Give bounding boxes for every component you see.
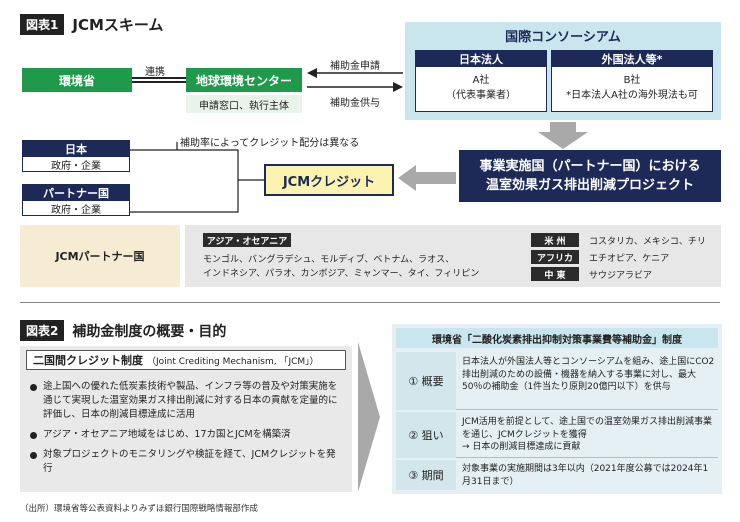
partner-header: パートナー国 (23, 185, 129, 201)
jcm-overview-title-bar: 二国間クレジット制度 （Joint Crediting Mechanism, 「… (26, 350, 346, 370)
fig1-header: 図表1 JCMスキーム (20, 14, 163, 35)
section-divider (20, 302, 720, 303)
fig2-header: 図表2 補助金制度の概要・目的 (20, 320, 226, 341)
africa-countries: エチオピア、ケニア (589, 254, 670, 264)
bullet-text: 対象プロジェクトのモニタリングや検証を経て、JCMクレジットを発行 (43, 449, 336, 474)
foreign-corp-header: 外国法人等* (552, 51, 712, 67)
americas-tag: 米 州 (531, 233, 579, 247)
foreign-corp-body-1: B社 (623, 75, 641, 86)
down-arrow (538, 122, 588, 149)
row-2-text: JCM活用を前提として、途上国での温室効果ガス排出削減事業を通じ、JCMクレジッ… (462, 417, 712, 452)
foreign-corp-card: 外国法人等* B社 *日本法人A社の海外現法も可 (551, 50, 713, 112)
ministry-label: 環境省 (58, 73, 95, 88)
left-arrow (398, 165, 456, 191)
row-3-label: ③ 期間 (396, 460, 456, 490)
link-line-top (132, 77, 186, 79)
asia-line-2: インドネシア、パラオ、カンボジア、ミャンマー、タイ、フィリピン (203, 269, 480, 279)
partner-sub: 政府・企業 (51, 205, 101, 216)
jp-corp-header: 日本法人 (416, 51, 546, 67)
center-sub-box: 申請窓口、執行主体 (186, 95, 302, 113)
arrow-grant (307, 82, 403, 92)
consortium-box: 国際コンソーシアム 日本法人 A社 （代表事業者） 外国法人等* B社 *日本法… (405, 22, 721, 120)
partner-countries-label: JCMパートナー国 (55, 250, 145, 263)
subsidy-row-1: ① 概要 日本法人が外国法人等とコンソーシアムを組み、途上国にCO2排出削減のた… (396, 352, 718, 410)
link-label: 連携 (145, 67, 165, 78)
jcm-overview-box: 二国間クレジット制度 （Joint Crediting Mechanism, 「… (20, 346, 352, 492)
japan-header: 日本 (23, 141, 129, 157)
jcm-overview-title-en: （Joint Crediting Mechanism, 「JCM」） (147, 356, 319, 367)
bullet-2: アジア・オセアニア地域をはじめ、17カ国とJCMを構築済 (30, 428, 344, 442)
link-line-bottom (132, 81, 186, 83)
source-note: （出所）環境省等公表資料よりみずほ銀行国際戦略情報部作成 (20, 504, 258, 514)
fig2-title: 補助金制度の概要・目的 (72, 323, 227, 340)
project-line-2: 温室効果ガス排出削減プロジェクト (485, 178, 694, 193)
chevron-right-arrow (358, 342, 380, 492)
partner-box: パートナー国 政府・企業 (22, 184, 130, 216)
jp-corp-card: 日本法人 A社 （代表事業者） (415, 50, 547, 112)
fig2-badge: 図表2 (20, 320, 65, 341)
africa-tag: アフリカ (531, 250, 579, 264)
credit-ratio-note: 補助率によってクレジット配分は異なる (180, 138, 360, 149)
jcm-overview-title: 二国間クレジット制度 (33, 354, 143, 367)
project-box: 事業実施国（パートナー国）における 温室効果ガス排出削減プロジェクト (459, 150, 721, 202)
subsidy-row-3: ③ 期間 対象事業の実施期間は3年以内（2021年度公募では2024年1月31日… (396, 460, 718, 490)
bullet-text: 途上国への優れた低炭素技術や製品、インフラ等の普及や対策実施を通じて実現した温室… (43, 381, 338, 420)
arrow-apply-label: 補助金申請 (330, 61, 380, 72)
jcm-credit-label: JCMクレジット (282, 174, 376, 190)
row-3-text: 対象事業の実施期間は3年以内（2021年度公募では2024年1月31日まで） (462, 464, 709, 487)
asia-tag: アジア・オセアニア (203, 233, 291, 247)
center-sub-label: 申請窓口、執行主体 (199, 100, 289, 112)
center-box: 地球環境センター (186, 68, 302, 92)
jp-corp-body-1: A社 (472, 75, 490, 86)
subsidy-table-title-text: 環境省「二酸化炭素排出抑制対策事業費等補助金」制度 (432, 334, 682, 346)
subsidy-table-title: 環境省「二酸化炭素排出抑制対策事業費等補助金」制度 (396, 328, 718, 348)
credit-branch-lines (130, 142, 264, 213)
bullet-dot (30, 432, 37, 439)
middle-east-countries: サウジアラビア (589, 271, 653, 281)
row-1-text: 日本法人が外国法人等とコンソーシアムを組み、途上国にCO2排出削減のための設備・… (462, 357, 715, 392)
jp-corp-body-2: （代表事業者） (446, 90, 516, 101)
project-line-1: 事業実施国（パートナー国）における (479, 159, 701, 174)
subsidy-table: 環境省「二酸化炭素排出抑制対策事業費等補助金」制度 ① 概要 日本法人が外国法人… (392, 324, 722, 494)
consortium-title: 国際コンソーシアム (505, 30, 621, 45)
row-2-label: ② 狙い (396, 412, 456, 458)
jcm-credit-box: JCMクレジット (264, 164, 394, 196)
bullet-text: アジア・オセアニア地域をはじめ、17カ国とJCMを構築済 (43, 429, 291, 440)
jcm-overview-bullets: 途上国への優れた低炭素技術や製品、インフラ等の普及や対策実施を通じて実現した温室… (30, 374, 344, 476)
bullet-1: 途上国への優れた低炭素技術や製品、インフラ等の普及や対策実施を通じて実現した温室… (30, 380, 344, 422)
center-label: 地球環境センター (195, 73, 292, 88)
americas-countries: コスタリカ、メキシコ、チリ (589, 237, 706, 247)
subsidy-row-2: ② 狙い JCM活用を前提として、途上国での温室効果ガス排出削減事業を通じ、JC… (396, 412, 718, 458)
asia-line-1: モンゴル、バングラデシュ、モルディブ、ベトナム、ラオス、 (203, 255, 455, 265)
arrow-apply (307, 68, 403, 78)
bullet-3: 対象プロジェクトのモニタリングや検証を経て、JCMクレジットを発行 (30, 448, 344, 476)
japan-sub: 政府・企業 (51, 161, 101, 172)
bullet-dot (30, 452, 37, 459)
row-1-label: ① 概要 (396, 352, 456, 410)
ministry-box: 環境省 (22, 68, 132, 92)
fig1-badge: 図表1 (20, 14, 65, 35)
foreign-corp-body-2: *日本法人A社の海外現法も可 (566, 90, 698, 101)
partner-countries-label-box: JCMパートナー国 (20, 225, 180, 287)
partner-countries-panel: アジア・オセアニア モンゴル、バングラデシュ、モルディブ、ベトナム、ラオス、 イ… (185, 225, 721, 287)
bullet-dot (30, 384, 37, 391)
arrow-grant-label: 補助金供与 (330, 98, 380, 109)
fig1-title: JCMスキーム (72, 16, 164, 34)
middle-east-tag: 中 東 (531, 267, 579, 281)
japan-box: 日本 政府・企業 (22, 140, 130, 172)
